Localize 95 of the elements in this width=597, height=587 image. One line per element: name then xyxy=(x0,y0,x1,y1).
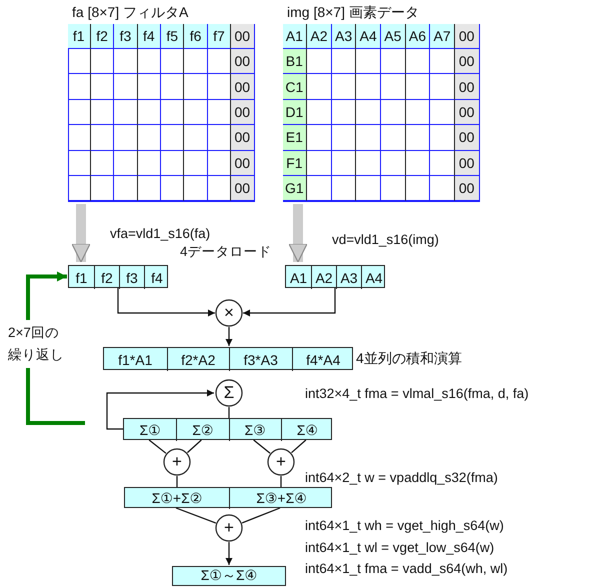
connector-line xyxy=(176,507,216,524)
code-text: int64×1_t wl = vget_low_s64(w) xyxy=(305,540,494,556)
arrow xyxy=(117,288,215,316)
register-cell: f3 xyxy=(119,266,144,289)
code-text: int64×2_t w = vpaddlq_s32(fma) xyxy=(305,470,498,486)
caption-text: 4並列の積和演算 xyxy=(356,350,462,366)
arrow xyxy=(106,390,214,430)
table-cell: 00 xyxy=(454,48,480,74)
table-cell: A6 xyxy=(406,24,430,49)
table-cell: 00 xyxy=(231,176,254,202)
register-cell: Σ③+Σ④ xyxy=(229,488,333,509)
block-arrow xyxy=(71,204,91,263)
register-box xyxy=(123,418,332,440)
register-cell: A1 xyxy=(286,266,311,289)
table-cell: f7 xyxy=(208,24,232,49)
register-cell: Σ③ xyxy=(228,419,281,441)
register-cell: A3 xyxy=(336,266,361,289)
connector-line xyxy=(253,440,270,454)
table-title: img [8×7] 画素データ xyxy=(287,4,419,20)
table-cell: f3 xyxy=(114,24,138,49)
connector-line xyxy=(242,507,280,524)
table-cell: C1 xyxy=(282,74,308,100)
register-box xyxy=(103,347,353,370)
register-cell: f1 xyxy=(69,266,94,289)
table-cell: A4 xyxy=(356,24,381,49)
operator-symbol: × xyxy=(223,302,235,324)
code-text: int32×4_t fma = vlmal_s16(fma, d, fa) xyxy=(305,386,529,402)
arrow xyxy=(226,542,232,565)
operator-circle xyxy=(215,514,243,542)
operator-symbol: + xyxy=(171,451,183,473)
table-cell: D1 xyxy=(282,100,308,126)
operator-circle xyxy=(215,379,243,407)
operator-circle xyxy=(163,448,191,476)
table-cell: 00 xyxy=(454,74,480,100)
table-cell: 00 xyxy=(231,74,254,100)
code-text: int64×1_t wh = vget_high_s64(w) xyxy=(305,518,504,534)
table-cell: A7 xyxy=(430,24,455,49)
table-cell: f6 xyxy=(184,24,208,49)
table-cell: G1 xyxy=(282,176,308,202)
table-cell: 00 xyxy=(454,150,480,176)
connector-line xyxy=(148,440,166,454)
register-cell: A2 xyxy=(311,266,336,289)
register-cell: Σ①+Σ② xyxy=(125,488,229,509)
connector-line xyxy=(187,440,202,454)
table-title: fa [8×7] フィルタA xyxy=(72,4,188,20)
note-text: 4データロード xyxy=(180,244,272,260)
table-cell: 00 xyxy=(231,100,254,126)
register-cell: f4 xyxy=(144,266,169,289)
table-cell: A1 xyxy=(282,24,308,49)
result-box: Σ①～Σ④ xyxy=(172,566,286,586)
register-cell: f2 xyxy=(94,266,119,289)
table-cell: 00 xyxy=(454,176,480,202)
connector-line xyxy=(291,440,306,454)
table-cell: 00 xyxy=(231,24,254,49)
data-table xyxy=(68,4,255,202)
operator-symbol: + xyxy=(223,517,235,539)
register-cell: Σ① xyxy=(124,419,176,441)
register-box xyxy=(285,265,385,288)
table-cell: B1 xyxy=(282,48,308,74)
register-box xyxy=(124,487,332,508)
block-arrow xyxy=(288,204,308,263)
operator-symbol: + xyxy=(275,451,287,473)
register-cell: A4 xyxy=(361,266,386,289)
register-cell: f2*A2 xyxy=(166,348,229,371)
table-cell: A5 xyxy=(381,24,406,49)
register-cell: Σ④ xyxy=(280,419,333,441)
table-cell: F1 xyxy=(282,150,308,176)
arrow xyxy=(243,288,336,316)
table-cell: f2 xyxy=(90,24,114,49)
table-cell: A3 xyxy=(332,24,356,49)
connector-line xyxy=(176,476,178,487)
table-cell: f1 xyxy=(68,24,91,49)
register-cell: f1*A1 xyxy=(104,348,166,371)
table-cell: 00 xyxy=(454,125,480,151)
table-cell: 00 xyxy=(454,100,480,126)
register-box xyxy=(68,265,168,288)
table-cell: A2 xyxy=(307,24,332,49)
operator-symbol: Σ xyxy=(222,382,236,404)
table-cell: E1 xyxy=(282,125,308,151)
operator-circle xyxy=(267,448,295,476)
connector-line xyxy=(228,407,230,418)
code-text: int64×1_t fma = vadd_s64(wh, wl) xyxy=(305,561,508,577)
register-cell: Σ② xyxy=(176,419,228,441)
table-cell: 00 xyxy=(231,48,254,74)
table-cell: f4 xyxy=(138,24,161,49)
arrow xyxy=(226,327,232,346)
operator-circle xyxy=(215,299,243,327)
register-cell: f4*A4 xyxy=(292,348,354,371)
table-cell: f5 xyxy=(161,24,184,49)
table-cell: 00 xyxy=(454,24,480,49)
connector-line xyxy=(280,476,282,487)
table-cell: 00 xyxy=(231,150,254,176)
register-cell: f3*A3 xyxy=(229,348,292,371)
table-cell: 00 xyxy=(231,125,254,151)
data-table xyxy=(283,4,480,202)
